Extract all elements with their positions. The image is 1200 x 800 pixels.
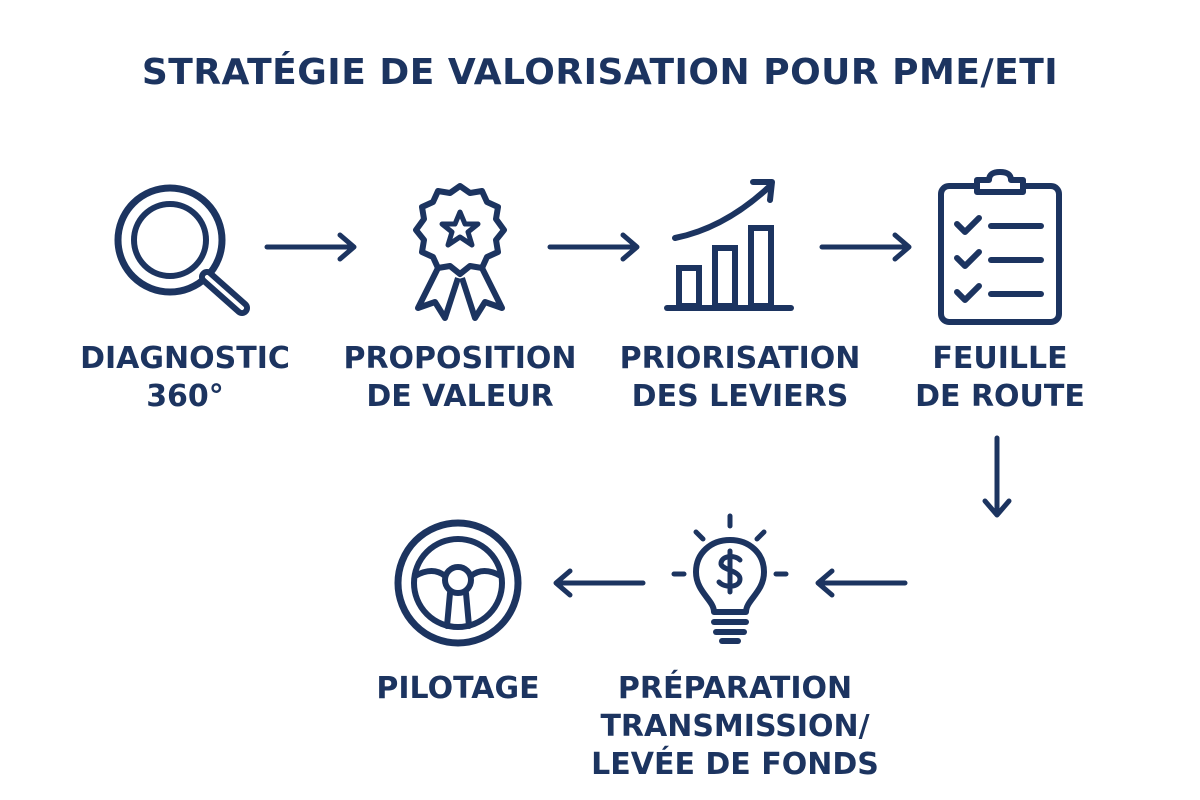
step-label-priorisation: PRIORISATION DES LEVIERS xyxy=(619,341,861,414)
arrow-right-3 xyxy=(819,232,915,262)
diagram-title: STRATÉGIE DE VALORISATION POUR PME/ETI xyxy=(141,52,1059,93)
arrow-left-2 xyxy=(550,568,646,598)
step-label-diagnostic: DIAGNOSTIC 360° xyxy=(80,341,290,414)
step-label-proposition: PROPOSITION DE VALEUR xyxy=(343,341,577,414)
step-label-preparation: PRÉPARATION TRANSMISSION/ LEVÉE DE FONDS xyxy=(591,671,879,782)
step-label-feuille-de-route: FEUILLE DE ROUTE xyxy=(915,341,1085,414)
arrow-left-1 xyxy=(812,568,908,598)
magnifying-glass-icon xyxy=(110,180,260,316)
award-ribbon-icon xyxy=(400,178,520,323)
growth-chart-icon xyxy=(664,178,795,313)
lightbulb-dollar-icon xyxy=(670,512,790,647)
step-label-pilotage: PILOTAGE xyxy=(376,671,540,706)
arrow-right-2 xyxy=(547,232,643,262)
clipboard-checklist-icon xyxy=(935,169,1065,327)
arrow-down xyxy=(982,435,1012,521)
steering-wheel-icon xyxy=(393,518,523,648)
arrow-right-1 xyxy=(264,232,360,262)
